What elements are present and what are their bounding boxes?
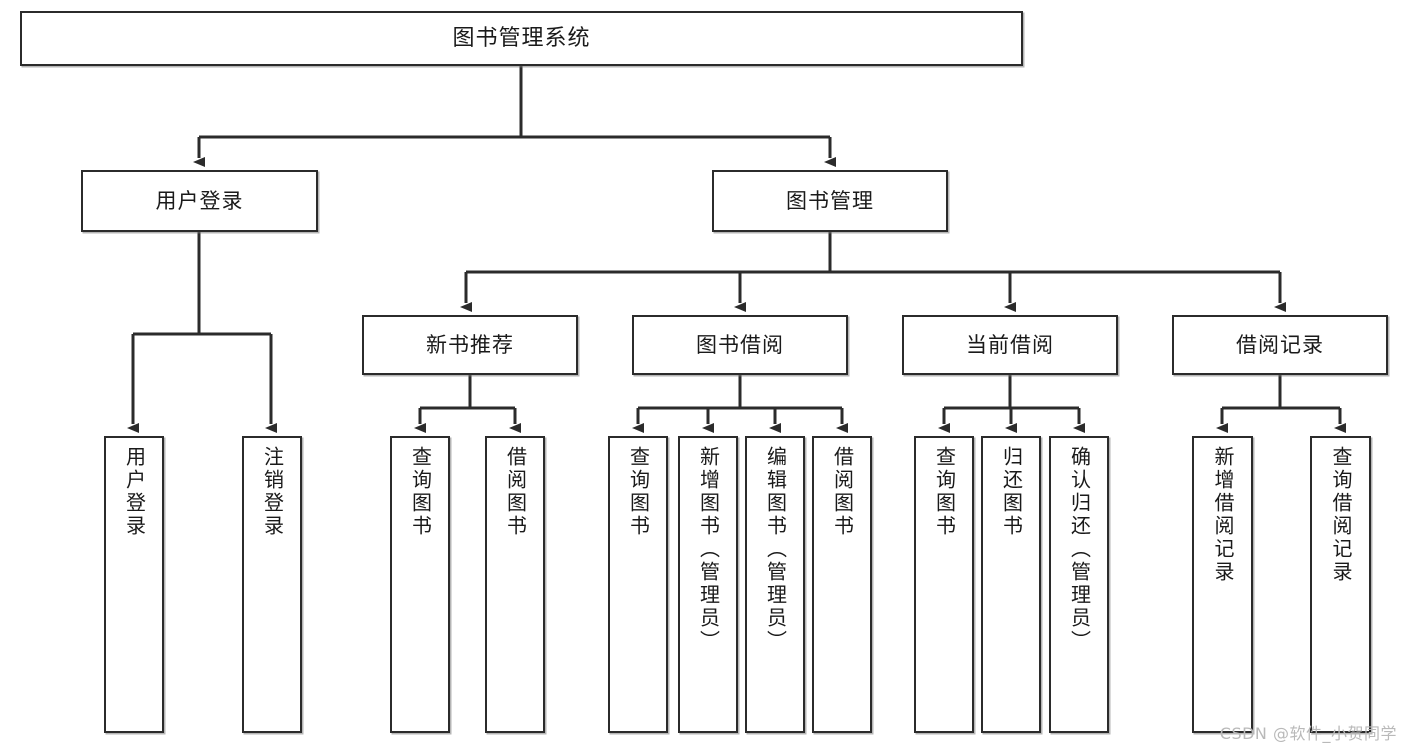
node-borrow-record[interactable]: 借阅记录 <box>1172 315 1388 375</box>
leaf-query-book-2[interactable]: 查询图书 <box>608 436 668 733</box>
node-new-book-rec[interactable]: 新书推荐 <box>362 315 578 375</box>
leaf-user-logout-label: 注销登录 <box>260 446 285 538</box>
leaf-borrow-book-2[interactable]: 借阅图书 <box>812 436 872 733</box>
leaf-query-record[interactable]: 查询借阅记录 <box>1310 436 1371 733</box>
leaf-user-login[interactable]: 用户登录 <box>104 436 164 733</box>
leaf-user-login-label: 用户登录 <box>122 446 147 538</box>
node-root-system[interactable]: 图书管理系统 <box>20 11 1023 66</box>
node-new-book-rec-label: 新书推荐 <box>426 332 514 357</box>
node-current-borrow[interactable]: 当前借阅 <box>902 315 1118 375</box>
leaf-borrow-book-1-label: 借阅图书 <box>503 446 528 538</box>
node-borrow-record-label: 借阅记录 <box>1236 332 1324 357</box>
csdn-watermark: CSDN @软件_小贺同学 <box>1219 724 1397 743</box>
leaf-add-book-label: 新增图书（管理员） <box>696 446 721 653</box>
node-current-borrow-label: 当前借阅 <box>966 332 1054 357</box>
leaf-confirm-return[interactable]: 确认归还（管理员） <box>1049 436 1109 733</box>
leaf-query-record-label: 查询借阅记录 <box>1329 446 1353 584</box>
node-book-borrow-label: 图书借阅 <box>696 332 784 357</box>
leaf-query-book-1-label: 查询图书 <box>408 446 433 538</box>
leaf-add-record-label: 新增借阅记录 <box>1211 446 1235 584</box>
leaf-query-book-3-label: 查询图书 <box>932 446 957 538</box>
leaf-user-logout[interactable]: 注销登录 <box>242 436 302 733</box>
node-user-login[interactable]: 用户登录 <box>81 170 318 232</box>
node-book-borrow[interactable]: 图书借阅 <box>632 315 848 375</box>
leaf-return-book-label: 归还图书 <box>999 446 1024 538</box>
node-book-manage[interactable]: 图书管理 <box>712 170 948 232</box>
leaf-edit-book[interactable]: 编辑图书（管理员） <box>745 436 805 733</box>
node-user-login-label: 用户登录 <box>155 188 244 213</box>
leaf-edit-book-label: 编辑图书（管理员） <box>763 446 788 653</box>
leaf-query-book-2-label: 查询图书 <box>626 446 651 538</box>
leaf-add-book[interactable]: 新增图书（管理员） <box>678 436 738 733</box>
leaf-query-book-3[interactable]: 查询图书 <box>914 436 974 733</box>
leaf-query-book-1[interactable]: 查询图书 <box>390 436 450 733</box>
node-root-system-label: 图书管理系统 <box>452 25 591 51</box>
leaf-confirm-return-label: 确认归还（管理员） <box>1067 446 1092 653</box>
leaf-return-book[interactable]: 归还图书 <box>981 436 1041 733</box>
leaf-borrow-book-2-label: 借阅图书 <box>830 446 855 538</box>
leaf-borrow-book-1[interactable]: 借阅图书 <box>485 436 545 733</box>
leaf-add-record[interactable]: 新增借阅记录 <box>1192 436 1253 733</box>
node-book-manage-label: 图书管理 <box>786 188 874 213</box>
